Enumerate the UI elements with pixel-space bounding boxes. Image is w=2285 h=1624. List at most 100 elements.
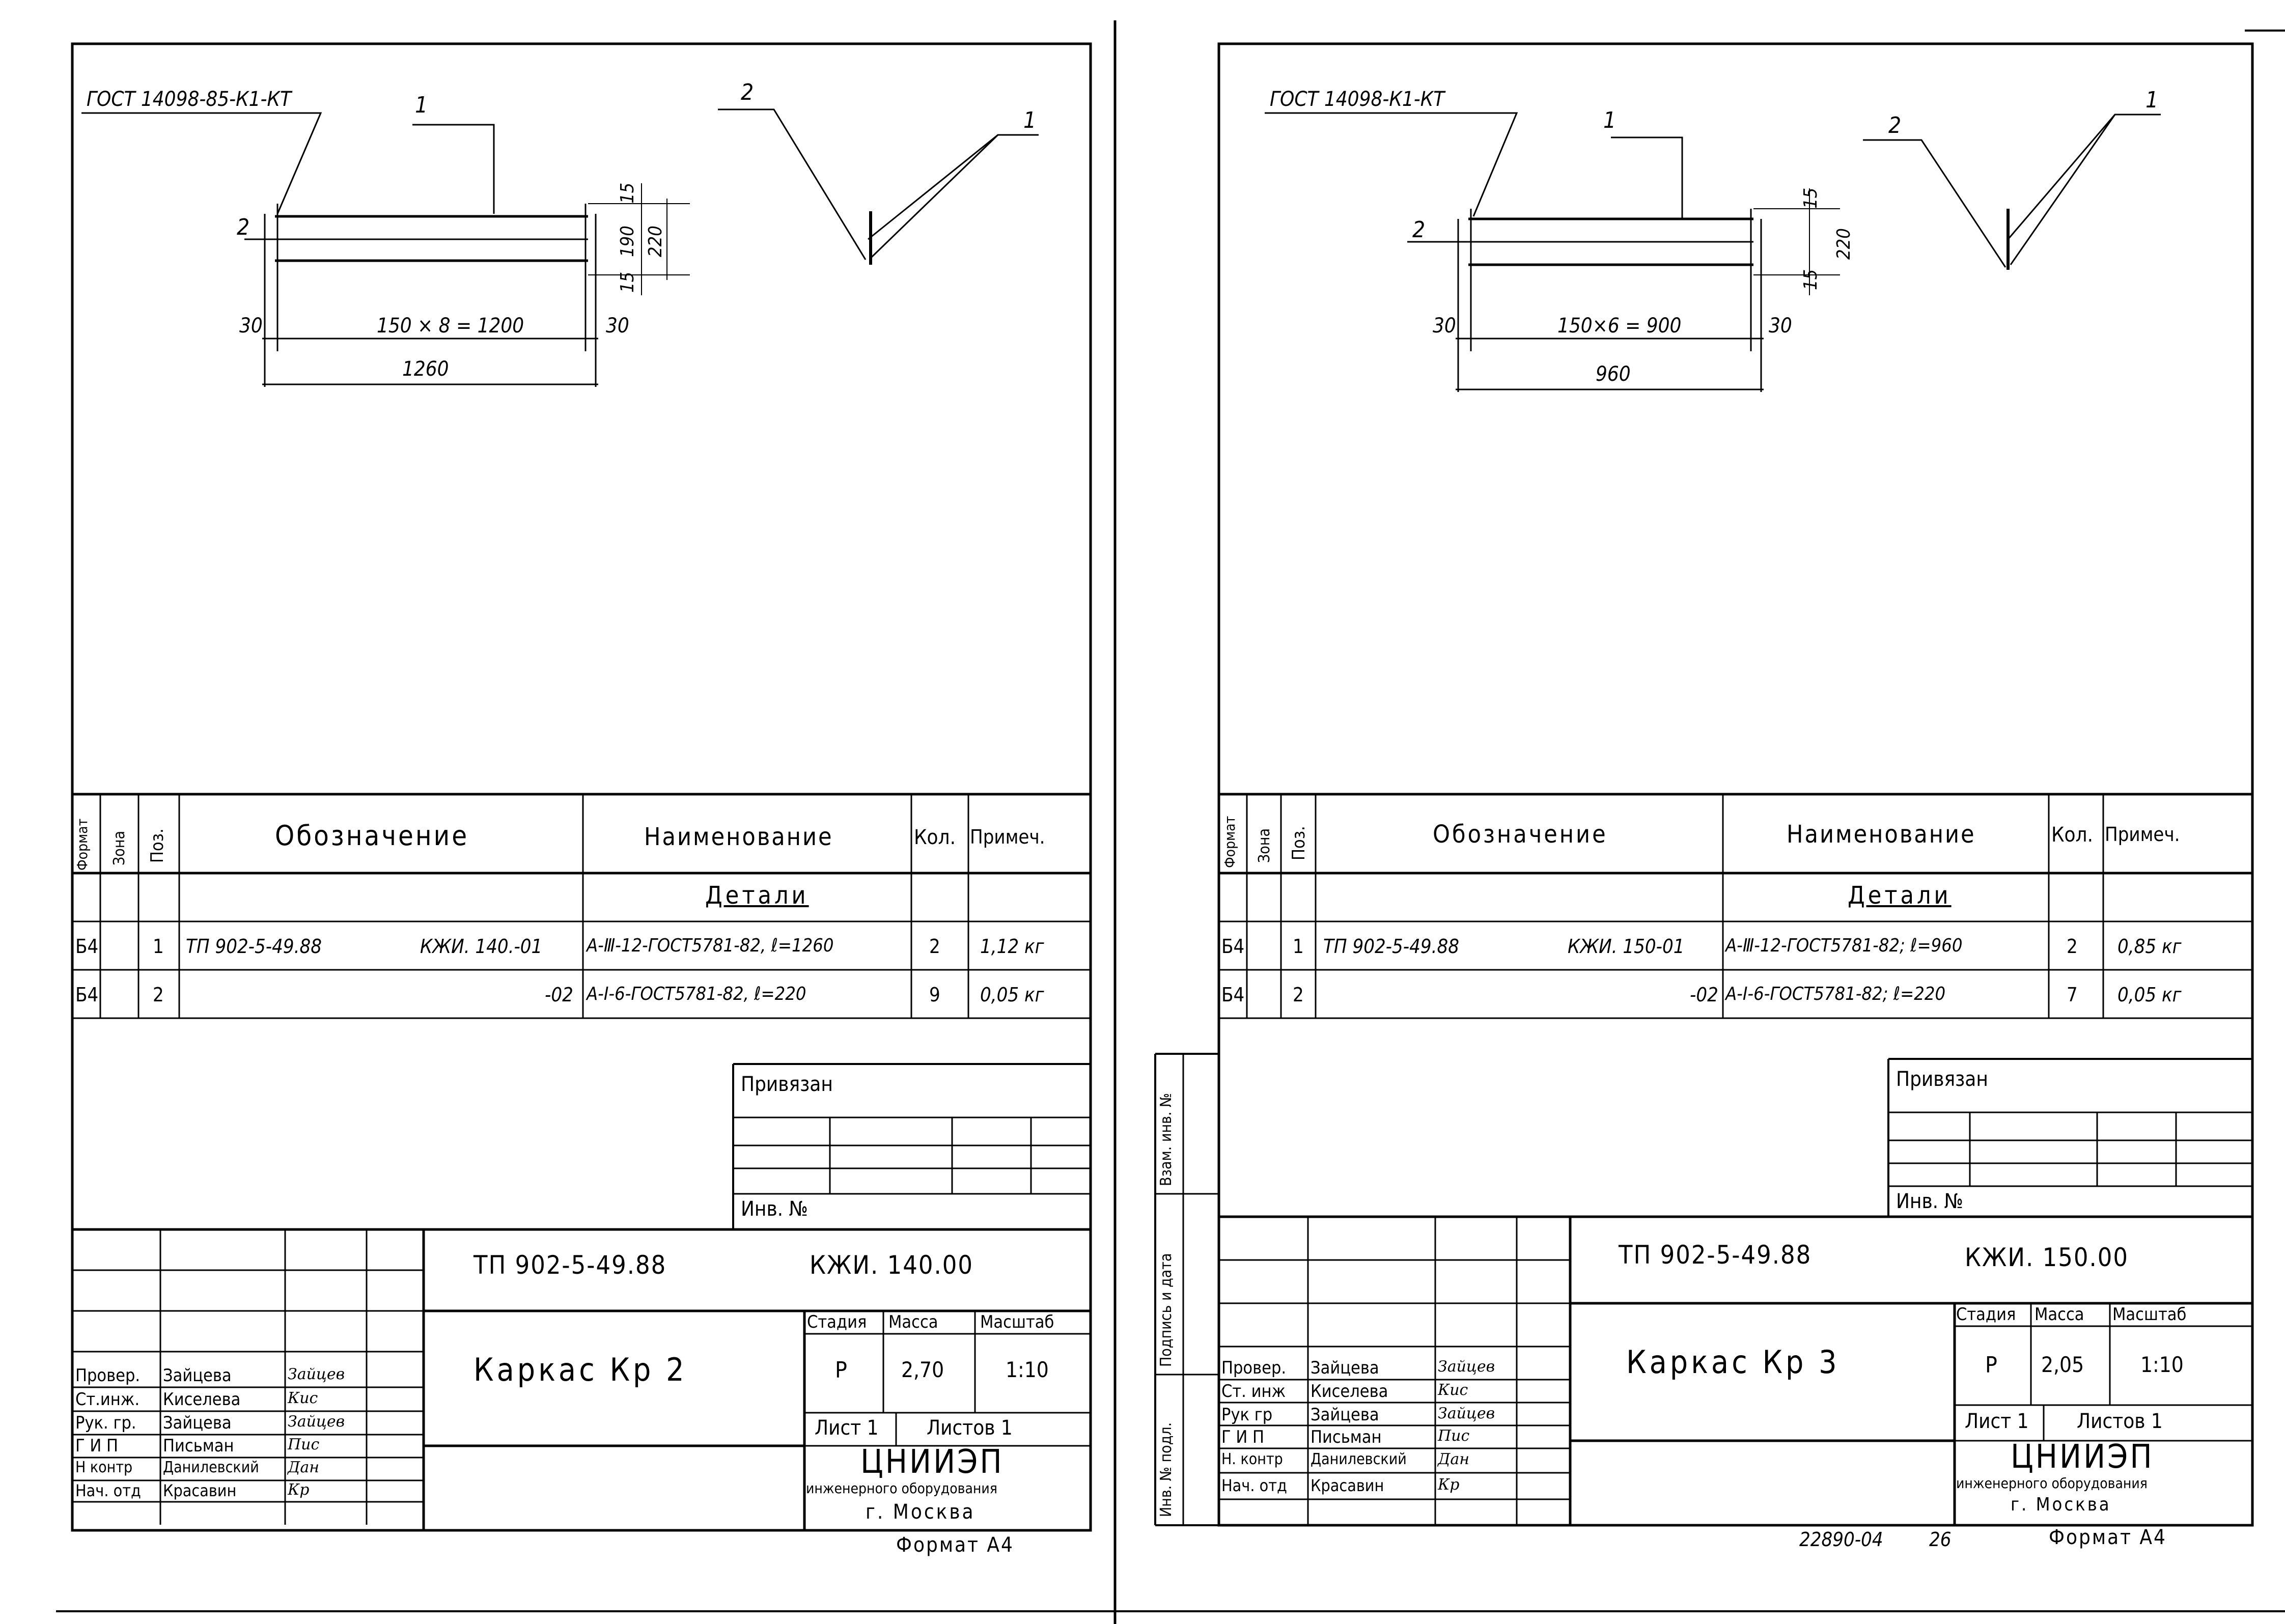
col-header-zone: Зона xyxy=(1256,828,1273,863)
dim-30-left: 30 xyxy=(1433,314,1456,338)
sheets-total: Листов 1 xyxy=(927,1416,1013,1440)
staff-name: Письман xyxy=(163,1436,234,1456)
organization-name: ЦНИИЭП xyxy=(860,1443,1004,1481)
row1-note: 1,12 кг xyxy=(980,935,1044,958)
scale-label: Масштаб xyxy=(980,1312,1054,1332)
staff-signature: Кр xyxy=(288,1481,310,1499)
drawing-sheet-left: ГОСТ 14098-85-К1-КТ 1 2 15 190 220 15 30… xyxy=(0,0,1142,1624)
stamp-replaced-inventory: Взам. инв. № xyxy=(1157,1093,1175,1186)
col-header-format: Формат xyxy=(74,818,91,871)
col-header-zone: Зона xyxy=(110,831,128,865)
dim-190: 190 xyxy=(617,226,638,257)
scale-value: 1:10 xyxy=(1006,1357,1049,1382)
position-1-label: 1 xyxy=(415,92,428,118)
gost-reference: ГОСТ 14098-85-К1-КТ xyxy=(87,88,292,111)
doc-code: КЖИ. 140.00 xyxy=(810,1250,973,1280)
staff-name: Киселева xyxy=(1311,1381,1388,1402)
col-header-note: Примеч. xyxy=(2105,823,2180,846)
mass-label: Масса xyxy=(2035,1304,2084,1325)
mass-value: 2,05 xyxy=(2041,1352,2084,1377)
staff-role: Г И П xyxy=(1221,1427,1264,1447)
staff-signature: Дан xyxy=(288,1459,320,1476)
position-2-label: 2 xyxy=(237,214,250,240)
row1-format: Б4 xyxy=(1221,935,1245,958)
organization-city: г. Москва xyxy=(2011,1494,2111,1515)
row1-position: 1 xyxy=(153,935,164,958)
col-header-quantity: Кол. xyxy=(914,826,956,849)
row1-document: ТП 902-5-49.88 xyxy=(186,935,322,958)
dim-15-top: 15 xyxy=(1800,187,1821,209)
row2-format: Б4 xyxy=(1221,984,1245,1006)
staff-signature: Зайцев xyxy=(288,1413,345,1431)
doc-code: КЖИ. 150.00 xyxy=(1965,1243,2129,1272)
side-view-position-1: 1 xyxy=(1023,107,1037,133)
position-1-label: 1 xyxy=(1603,107,1617,133)
row1-quantity: 2 xyxy=(929,935,940,958)
row2-format: Б4 xyxy=(75,984,99,1006)
doc-number: ТП 902-5-49.88 xyxy=(473,1250,667,1280)
section-details: Детали xyxy=(705,881,809,910)
staff-signature: Зайцев xyxy=(1438,1358,1495,1376)
staff-role: Н контр xyxy=(75,1459,133,1476)
row1-format: Б4 xyxy=(75,935,99,958)
staff-signature: Зайцев xyxy=(1438,1405,1495,1422)
mass-value: 2,70 xyxy=(901,1357,944,1382)
inventory-number-label: Инв. № xyxy=(741,1197,808,1221)
staff-name: Зайцева xyxy=(1311,1358,1379,1378)
staff-role: Рук. гр. xyxy=(75,1413,136,1433)
row1-document: ТП 902-5-49.88 xyxy=(1323,935,1459,958)
staff-name: Данилевский xyxy=(163,1459,259,1476)
col-header-designation: Обозначение xyxy=(1433,820,1608,849)
staff-signature: Пис xyxy=(288,1436,320,1453)
row2-name: А-Ⅰ-6-ГОСТ5781-82; ℓ=220 xyxy=(1725,984,1946,1004)
col-header-name: Наименование xyxy=(1787,820,1976,849)
stage-value: Р xyxy=(835,1357,847,1383)
dim-total-length: 960 xyxy=(1596,362,1631,386)
sheet-number: Лист 1 xyxy=(1965,1410,2029,1433)
row2-position: 2 xyxy=(153,984,164,1006)
staff-role: Ст. инж xyxy=(1221,1381,1286,1402)
archive-number: 22890-04 xyxy=(1799,1528,1883,1551)
drawing-title: Каркас Кр 3 xyxy=(1626,1343,1840,1381)
gost-reference: ГОСТ 14098-К1-КТ xyxy=(1270,88,1445,111)
staff-role: Нач. отд xyxy=(75,1481,141,1500)
row1-name: А-Ⅲ-12-ГОСТ5781-82, ℓ=1260 xyxy=(587,935,834,956)
row2-note: 0,05 кг xyxy=(980,984,1044,1006)
side-view-position-1: 1 xyxy=(2145,87,2159,113)
inventory-number-label: Инв. № xyxy=(1896,1190,1963,1213)
scale-label: Масштаб xyxy=(2112,1304,2187,1325)
format-note: Формат А4 xyxy=(896,1533,1014,1557)
scale-value: 1:10 xyxy=(2140,1352,2184,1377)
staff-name: Письман xyxy=(1311,1427,1382,1447)
staff-role: Провер. xyxy=(75,1365,141,1386)
privyazan-label: Привязан xyxy=(1896,1068,1988,1091)
privyazan-label: Привязан xyxy=(741,1073,833,1096)
organization-name: ЦНИИЭП xyxy=(2011,1438,2154,1476)
col-header-name: Наименование xyxy=(644,823,833,851)
row1-name: А-Ⅲ-12-ГОСТ5781-82; ℓ=960 xyxy=(1725,935,1963,956)
staff-signature: Дан xyxy=(1438,1450,1470,1468)
organization-city: г. Москва xyxy=(866,1500,976,1524)
staff-name: Красавин xyxy=(1311,1476,1384,1495)
dim-30-right: 30 xyxy=(606,314,629,338)
stamp-original-inventory: Инв. № подл. xyxy=(1157,1422,1175,1517)
stage-label: Стадия xyxy=(1956,1304,2016,1325)
dim-15-bottom: 15 xyxy=(617,271,638,293)
staff-signature: Пис xyxy=(1438,1427,1470,1445)
dim-30-left: 30 xyxy=(239,314,263,338)
col-header-designation: Обозначение xyxy=(275,820,469,852)
staff-role: Провер. xyxy=(1221,1358,1287,1378)
stage-value: Р xyxy=(1985,1352,1997,1378)
col-header-note: Примеч. xyxy=(970,826,1045,848)
staff-name: Зайцева xyxy=(163,1365,232,1386)
stage-label: Стадия xyxy=(807,1312,867,1332)
row2-quantity: 7 xyxy=(2067,984,2078,1006)
col-header-position: Поз. xyxy=(147,828,168,863)
staff-signature: Кис xyxy=(1438,1381,1468,1399)
staff-role: Нач. отд xyxy=(1221,1476,1287,1495)
row2-position: 2 xyxy=(1293,984,1304,1006)
staff-signature: Кр xyxy=(1438,1476,1460,1494)
position-2-label: 2 xyxy=(1412,217,1426,243)
staff-role: Ст.инж. xyxy=(75,1389,140,1410)
staff-name: Данилевский xyxy=(1311,1450,1407,1468)
